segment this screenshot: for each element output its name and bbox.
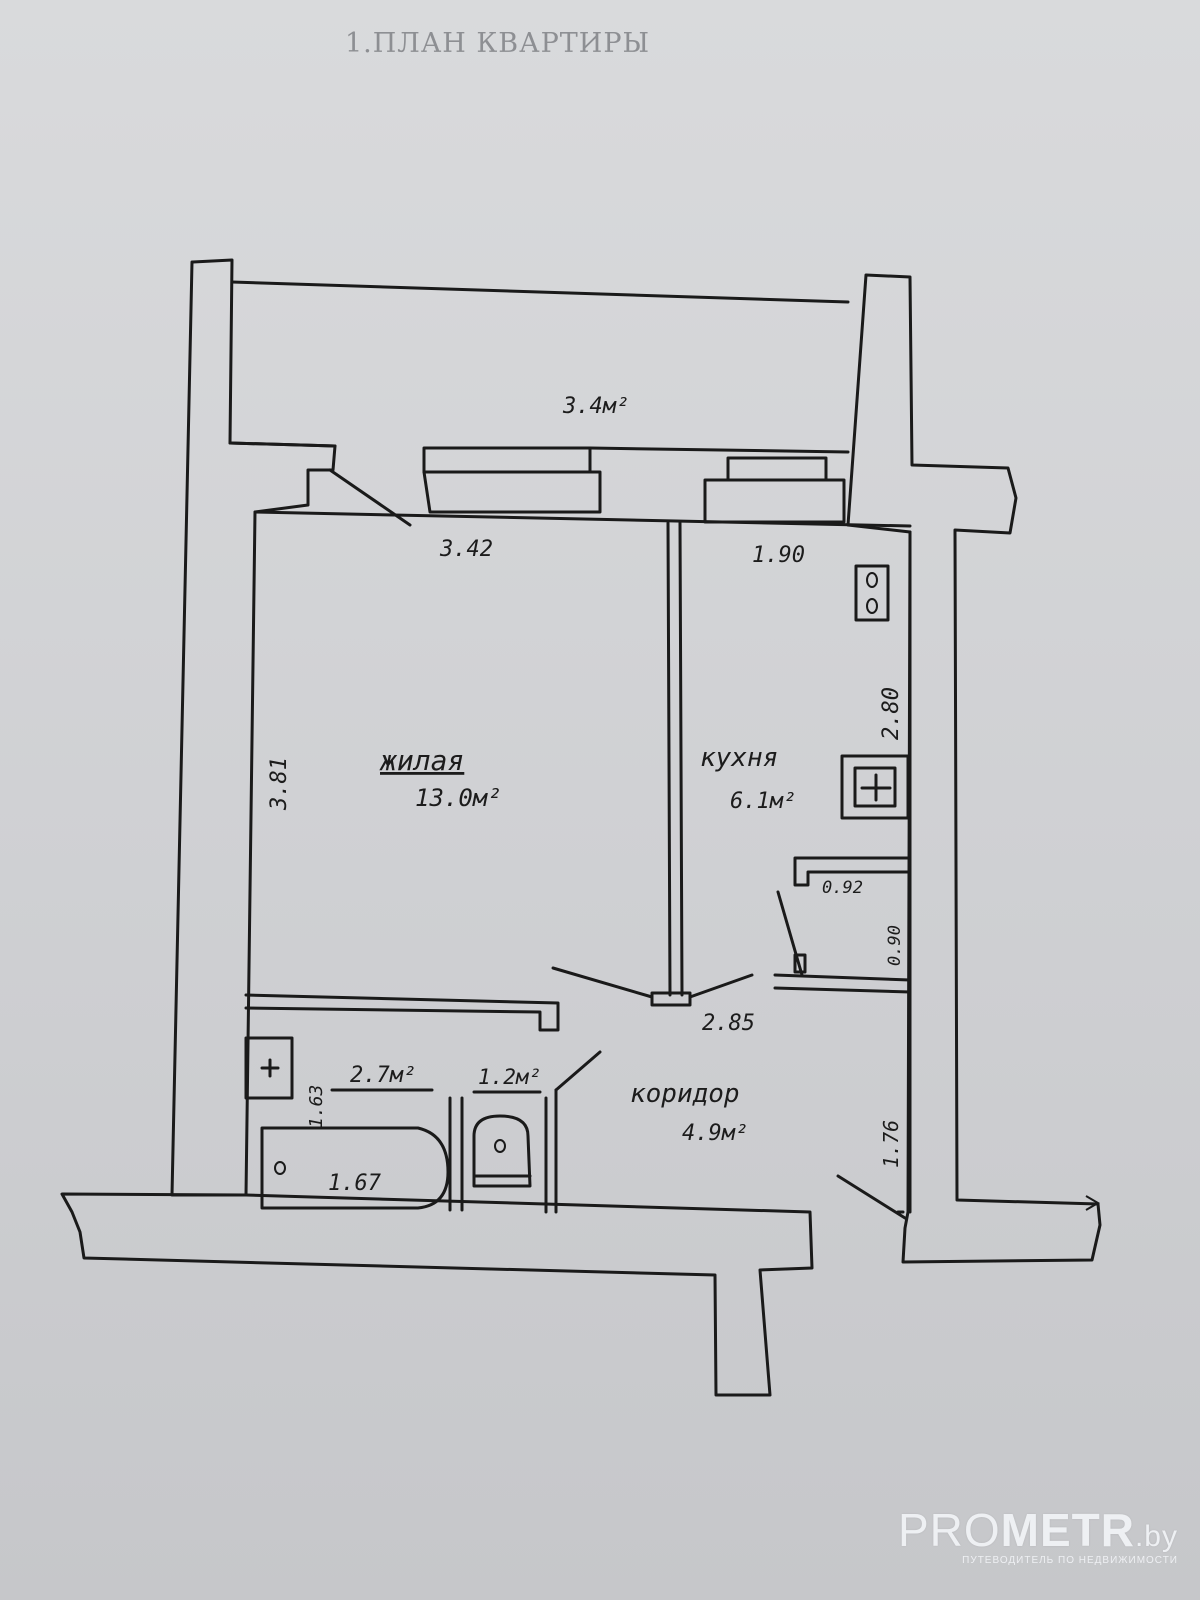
living-door-swing xyxy=(551,966,654,999)
toilet-right-wall xyxy=(544,1088,558,1214)
toilet-bowl xyxy=(472,1114,532,1188)
window-sill-right xyxy=(703,478,846,524)
bath-toilet-divider xyxy=(448,1096,464,1212)
window-sill-left xyxy=(422,470,602,514)
stove-burner-bottom xyxy=(866,598,878,614)
bathroom-top-wall xyxy=(244,993,560,1032)
dim-living-width: 3.42 xyxy=(439,537,493,562)
partition-wall xyxy=(666,521,684,997)
dim-corridor-width: 2.85 xyxy=(702,1011,755,1036)
bottom-outer-wall xyxy=(60,1192,814,1397)
washer-box xyxy=(244,1036,294,1100)
bath-drain xyxy=(274,1161,286,1175)
dim-bath-height: 1.63 xyxy=(306,1085,327,1128)
bathtub xyxy=(260,1126,450,1210)
dim-kitchen-width: 1.90 xyxy=(752,543,805,568)
watermark-tagline: ПУТЕВОДИТЕЛЬ ПО НЕДВИЖИМОСТИ xyxy=(962,1555,1178,1566)
toilet-drain xyxy=(494,1139,506,1153)
living-area: 13.0м² xyxy=(415,784,502,812)
dim-closet-height: 0.90 xyxy=(885,925,905,966)
living-top-wall xyxy=(253,510,912,528)
corridor-name: коридор xyxy=(630,1079,740,1109)
closet-bottom xyxy=(773,973,912,994)
watermark-brand-bold: METR xyxy=(1000,1504,1135,1556)
toilet-area: 1.2м² xyxy=(478,1065,541,1089)
watermark-brand-light: PRO xyxy=(897,1504,1001,1556)
watermark-brand-domain: .by xyxy=(1134,1520,1178,1553)
dim-kitchen-height: 2.80 xyxy=(879,687,904,740)
washer-plus xyxy=(260,1058,280,1078)
watermark-logo: PROMETR.by ПУТЕВОДИТЕЛЬ ПО НЕДВИЖИМОСТИ xyxy=(898,1507,1178,1566)
balcony-rail xyxy=(230,280,850,304)
stove-burner-top xyxy=(866,572,878,588)
entry-door-swing xyxy=(836,1174,907,1220)
kitchen-door-swing xyxy=(688,973,754,999)
balcony-area: 3.4м² xyxy=(562,394,629,419)
balcony-wall-line xyxy=(588,446,850,454)
dim-living-height: 3.81 xyxy=(267,757,292,811)
right-arrow xyxy=(1085,1195,1100,1211)
dim-closet-width: 0.92 xyxy=(822,878,863,898)
toilet-door-swing xyxy=(554,1050,602,1092)
balcony-lower-edge xyxy=(228,441,337,448)
balcony-door-swing xyxy=(328,468,412,527)
window-unit-right xyxy=(726,456,828,482)
closet xyxy=(793,856,912,887)
page-title: 1.ПЛАН КВАРТИРЫ xyxy=(345,28,651,59)
kitchen-sink-cross xyxy=(860,773,892,802)
bathroom-area: 2.7м² xyxy=(350,1063,416,1088)
kitchen-area: 6.1м² xyxy=(730,789,796,814)
corridor-area: 4.9м² xyxy=(682,1121,748,1146)
dim-corridor-height: 1.76 xyxy=(879,1120,903,1168)
stove xyxy=(854,564,890,622)
kitchen-sink xyxy=(840,754,910,820)
living-name: жилая xyxy=(379,744,464,777)
partition-foot xyxy=(650,991,692,1007)
kitchen-name: кухня xyxy=(700,743,778,773)
closet-door xyxy=(776,890,804,977)
left-outer-wall xyxy=(170,258,337,1197)
dim-bath-length: 1.67 xyxy=(328,1171,382,1196)
window-unit-left xyxy=(422,446,592,474)
closet-handle xyxy=(793,953,807,974)
